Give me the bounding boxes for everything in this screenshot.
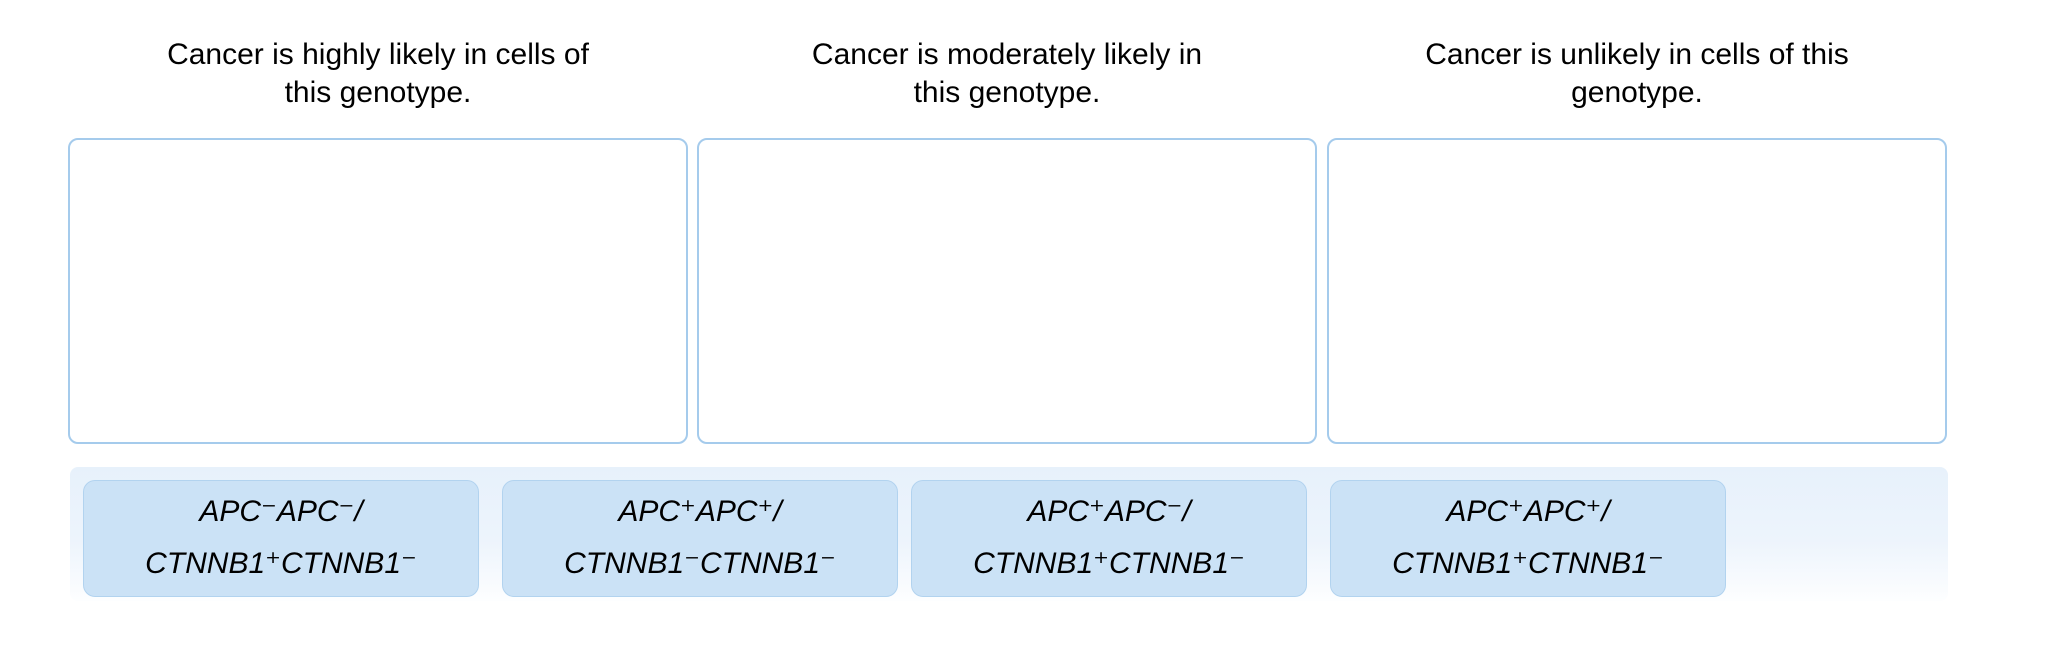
bin-label-line: Cancer is unlikely in cells of this	[1425, 38, 1849, 71]
tile-text-line: APC⁺APC⁺/	[618, 495, 782, 528]
dropzone-highly-likely[interactable]	[68, 138, 688, 444]
bin-label-line: this genotype.	[913, 76, 1101, 109]
tile-text-line: CTNNB1⁺CTNNB1⁻	[145, 547, 417, 580]
tile-text-line: APC⁺APC⁻/	[1027, 495, 1191, 528]
drag-tile-genotype-1[interactable]: APC⁻APC⁻/ CTNNB1⁺CTNNB1⁻	[83, 480, 479, 597]
bin-label-highly-likely: Cancer is highly likely in cells of this…	[68, 36, 688, 112]
bin-label-moderately-likely: Cancer is moderately likely in this geno…	[697, 36, 1317, 112]
tile-text-line: APC⁺APC⁺/	[1446, 495, 1610, 528]
dropzone-unlikely[interactable]	[1327, 138, 1947, 444]
drag-tile-genotype-4[interactable]: APC⁺APC⁺/ CTNNB1⁺CTNNB1⁻	[1330, 480, 1726, 597]
bin-label-line: genotype.	[1571, 76, 1703, 109]
drag-tile-genotype-3[interactable]: APC⁺APC⁻/ CTNNB1⁺CTNNB1⁻	[911, 480, 1307, 597]
tile-text-line: CTNNB1⁺CTNNB1⁻	[973, 547, 1245, 580]
drag-tile-genotype-2[interactable]: APC⁺APC⁺/ CTNNB1⁻CTNNB1⁻	[502, 480, 898, 597]
tile-text-line: CTNNB1⁻CTNNB1⁻	[564, 547, 836, 580]
bin-label-line: Cancer is moderately likely in	[811, 38, 1203, 71]
bin-label-line: Cancer is highly likely in cells of	[167, 38, 589, 71]
tile-text-line: APC⁻APC⁻/	[199, 495, 363, 528]
bin-label-line: this genotype.	[284, 76, 472, 109]
tile-text-line: CTNNB1⁺CTNNB1⁻	[1392, 547, 1664, 580]
dropzone-moderately-likely[interactable]	[697, 138, 1317, 444]
bin-label-unlikely: Cancer is unlikely in cells of this geno…	[1327, 36, 1947, 112]
